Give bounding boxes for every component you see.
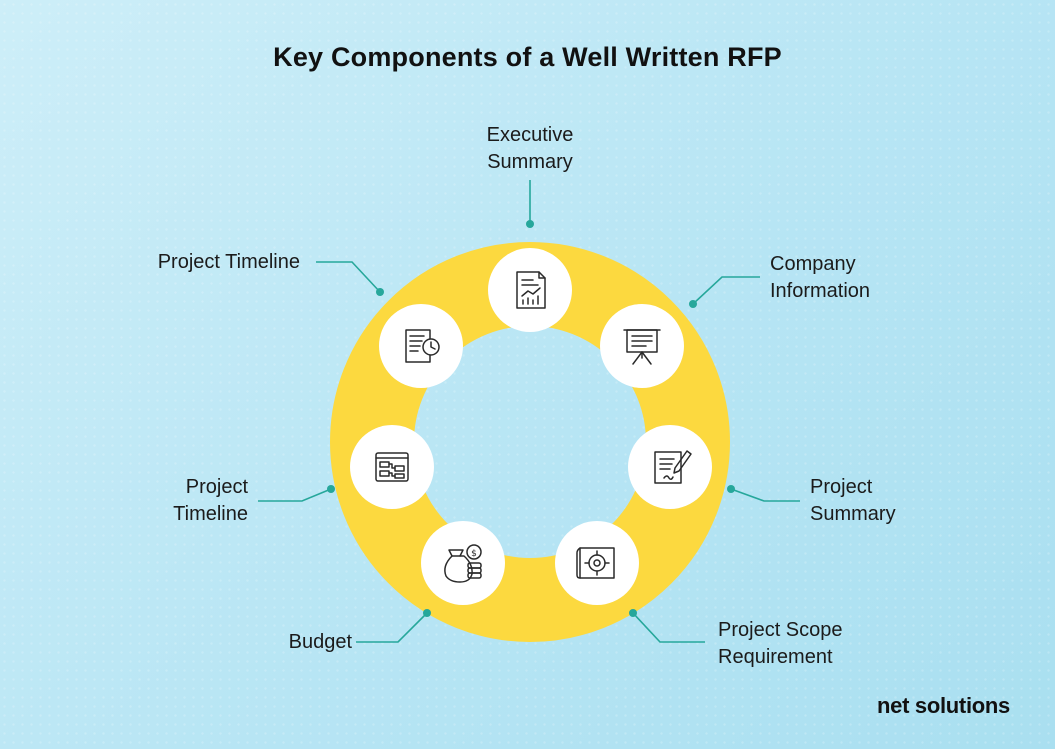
icon-circle-project-summary [628, 425, 712, 509]
label-project-summary: Project Summary [810, 476, 896, 525]
connector-dot-project-summary [727, 485, 735, 493]
label-project-timeline-top: Project Timeline [157, 251, 300, 273]
connector-dot-project-timeline-top [376, 288, 384, 296]
connector-budget [356, 612, 428, 643]
label-executive-summary: Executive Summary [486, 124, 574, 173]
document-pen-icon [654, 450, 692, 484]
connector-project-scope-requirement [632, 612, 705, 643]
report-chart-icon [516, 271, 546, 309]
connector-dot-budget [423, 609, 431, 617]
icon-circle-project-scope-requirement [555, 521, 639, 605]
connector-project-summary [730, 488, 800, 502]
icon-circle-project-timeline-top [379, 304, 463, 388]
connector-company-information [692, 276, 760, 305]
label-budget: Budget [288, 631, 352, 653]
connector-dot-project-scope-requirement [629, 609, 637, 617]
document-clock-icon [405, 329, 440, 363]
label-project-timeline-left: Project Timeline [173, 476, 248, 525]
icon-circle-budget [421, 521, 505, 605]
presentation-board-icon [623, 329, 661, 365]
flowchart-window-icon [375, 452, 409, 482]
connector-dot-project-timeline-left [327, 485, 335, 493]
net-solutions-logo: net solutions [877, 693, 1010, 718]
connector-dot-company-information [689, 300, 697, 308]
connector-dot-executive-summary [526, 220, 534, 228]
label-company-information: Company Information [770, 253, 871, 302]
money-bag-icon: $ [444, 544, 482, 583]
icon-circle-executive-summary [488, 248, 572, 332]
connector-project-timeline-top [316, 261, 381, 293]
page-title: Key Components of a Well Written RFP [273, 42, 782, 72]
svg-text:$: $ [471, 549, 477, 559]
connector-project-timeline-left [258, 488, 332, 502]
label-project-scope-requirement: Project Scope Requirement [718, 619, 843, 668]
target-blueprint-icon [576, 547, 615, 579]
